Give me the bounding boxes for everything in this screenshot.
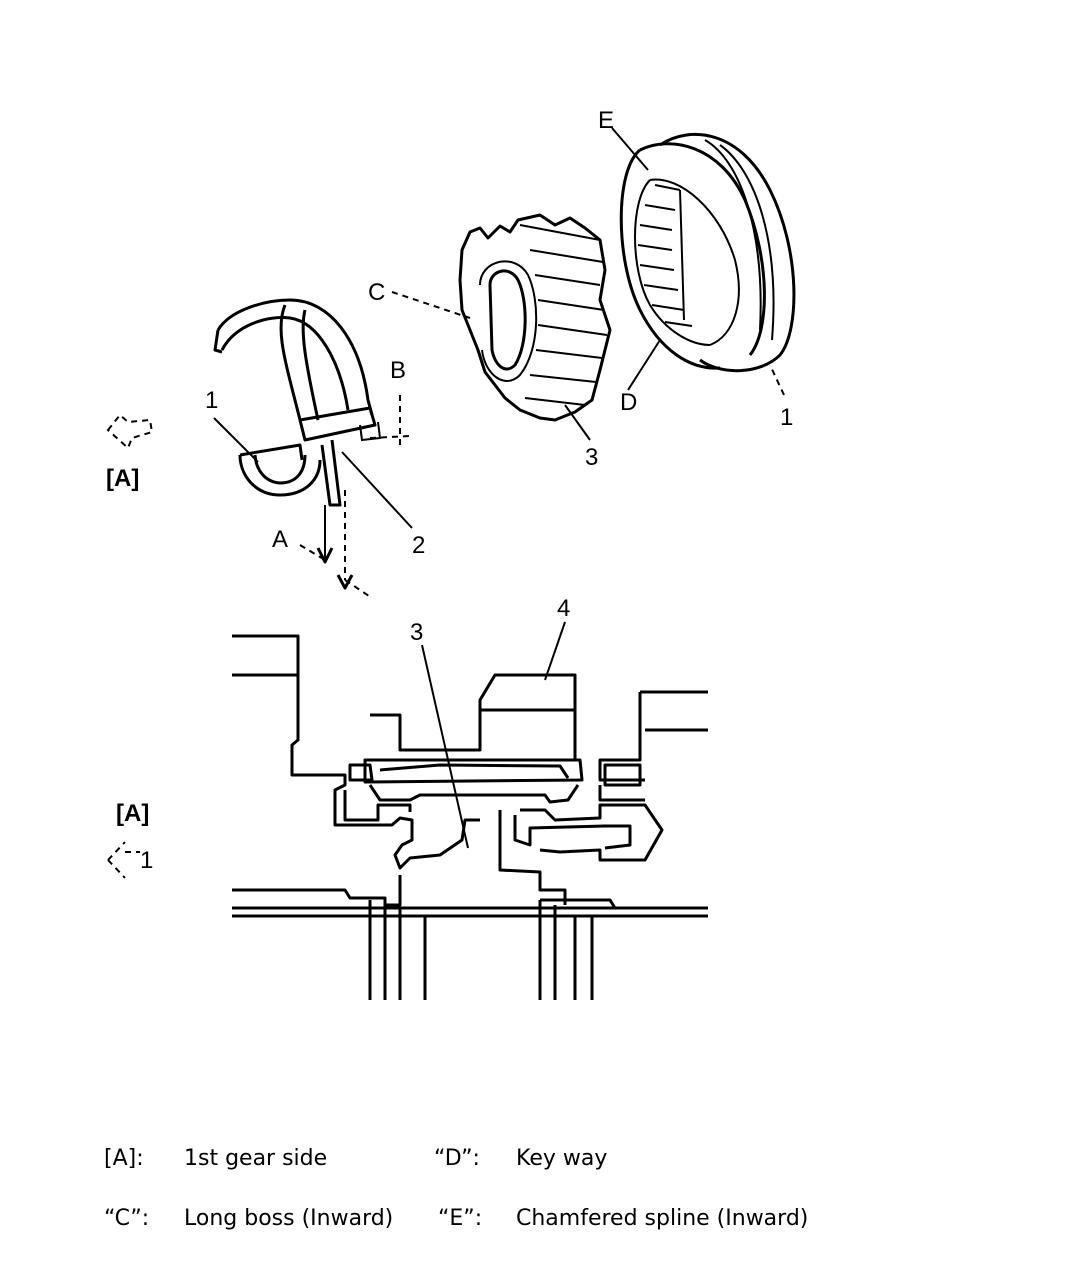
- callout-a: A: [272, 526, 288, 553]
- sleeve-inner-splines: [637, 184, 693, 327]
- legend-text-e: Chamfered spline (Inward): [516, 1206, 808, 1231]
- callout-4-section: 4: [557, 595, 570, 622]
- cross-section-view: [232, 621, 708, 1000]
- callout-arrow-1: 1: [140, 847, 153, 874]
- callout-1-fork: 1: [205, 387, 218, 414]
- legend-key-e: “E”:: [438, 1206, 482, 1231]
- direction-arrow-icon: [106, 413, 154, 450]
- view-a-label-top: [A]: [106, 465, 139, 492]
- shift-fork-part-2: [213, 298, 382, 507]
- callout-c: C: [368, 279, 385, 306]
- legend-text-c: Long boss (Inward): [184, 1206, 393, 1231]
- callout-b: B: [390, 357, 406, 384]
- legend-key-c: “C”:: [104, 1206, 149, 1231]
- direction-arrow-icon: [107, 841, 140, 879]
- callout-d: D: [620, 389, 637, 416]
- hub-outer-splines: [519, 224, 608, 406]
- legend: [A]: 1st gear side “D”: Key way “C”: Lon…: [104, 1146, 808, 1231]
- legend-key-a: [A]:: [104, 1146, 144, 1171]
- legend-text-d: Key way: [516, 1146, 607, 1171]
- callout-2-fork: 2: [412, 532, 425, 559]
- hub-part-3: [458, 213, 612, 422]
- callout-3-section: 3: [410, 619, 423, 646]
- leader-lines-top: [213, 127, 785, 599]
- callout-e: E: [598, 107, 614, 134]
- callout-3-hub: 3: [585, 444, 598, 471]
- legend-text-a: 1st gear side: [184, 1146, 327, 1171]
- view-a-label-bottom: [A]: [116, 800, 149, 827]
- sleeve-part-1: [619, 133, 796, 373]
- legend-key-d: “D”:: [434, 1146, 480, 1171]
- callout-1-sleeve: 1: [780, 404, 793, 431]
